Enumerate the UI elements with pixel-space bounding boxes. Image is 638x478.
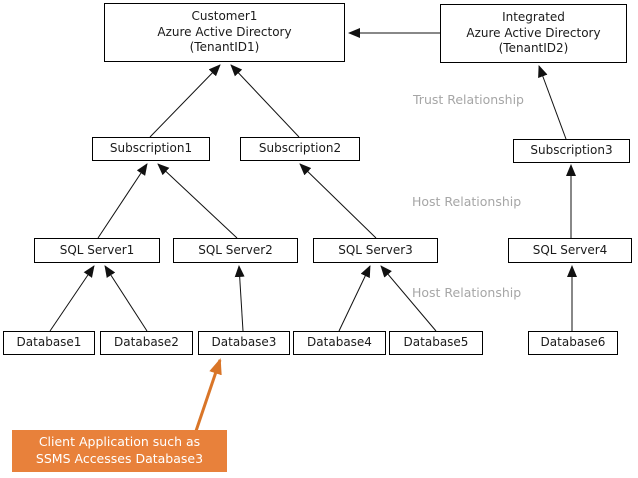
host-relationship-label-lower: Host Relationship bbox=[412, 285, 522, 300]
node-database1: Database1 bbox=[3, 331, 95, 355]
node-label: Database5 bbox=[403, 335, 469, 350]
node-label: SQL Server2 bbox=[198, 242, 273, 257]
node-subscription2: Subscription2 bbox=[240, 137, 360, 161]
edge-database4-to-sql-server3 bbox=[338, 265, 371, 332]
node-label: Integrated Azure Active Directory (Tenan… bbox=[466, 10, 601, 56]
node-label: Customer1 Azure Active Directory (Tenant… bbox=[157, 9, 292, 55]
node-label: Database3 bbox=[211, 335, 277, 350]
node-subscription1: Subscription1 bbox=[92, 137, 210, 161]
node-subscription3: Subscription3 bbox=[513, 139, 630, 163]
trust-relationship-label: Trust Relationship bbox=[413, 92, 524, 107]
node-label: SQL Server1 bbox=[59, 242, 135, 257]
edge-database5-to-sql-server3 bbox=[380, 265, 437, 332]
node-label: SQL Server3 bbox=[338, 242, 413, 257]
edge-sql-server2-to-subscription1 bbox=[157, 163, 238, 239]
node-sql-server3: SQL Server3 bbox=[313, 238, 438, 263]
edge-subscription2-to-customer1-aad bbox=[230, 64, 300, 138]
node-label: Database4 bbox=[307, 335, 372, 350]
node-sql-server1: SQL Server1 bbox=[34, 238, 160, 263]
node-customer1-azure-active-directory: Customer1 Azure Active Directory (Tenant… bbox=[104, 3, 345, 62]
node-label: Database1 bbox=[16, 335, 82, 350]
node-label: Subscription2 bbox=[258, 141, 342, 156]
edge-sql-server3-to-subscription2 bbox=[299, 163, 377, 239]
edge-subscription3-to-integrated-aad bbox=[538, 65, 567, 140]
edge-subscription1-to-customer1-aad bbox=[149, 64, 221, 138]
client-application-callout: Client Application such as SSMS Accesses… bbox=[12, 430, 227, 472]
node-database4: Database4 bbox=[293, 331, 386, 355]
node-sql-server2: SQL Server2 bbox=[173, 238, 298, 263]
edge-database3-to-sql-server2 bbox=[234, 265, 245, 332]
node-label: SQL Server4 bbox=[532, 242, 608, 257]
node-sql-server4: SQL Server4 bbox=[508, 238, 632, 263]
edge-database2-to-sql-server1 bbox=[104, 265, 148, 332]
edge-sql-server1-to-subscription1 bbox=[97, 163, 148, 239]
node-database3: Database3 bbox=[198, 331, 290, 355]
host-relationship-label-upper: Host Relationship bbox=[412, 194, 522, 209]
node-database6: Database6 bbox=[528, 331, 618, 355]
node-database5: Database5 bbox=[389, 331, 483, 355]
edge-callout-to-database3 bbox=[194, 358, 222, 432]
node-label: Subscription3 bbox=[530, 143, 613, 158]
node-integrated-azure-active-directory: Integrated Azure Active Directory (Tenan… bbox=[440, 4, 627, 63]
node-label: Database2 bbox=[114, 335, 179, 350]
callout-label: Client Application such as SSMS Accesses… bbox=[35, 434, 204, 466]
node-database2: Database2 bbox=[100, 331, 193, 355]
node-label: Database6 bbox=[540, 335, 606, 350]
node-label: Subscription1 bbox=[109, 141, 193, 156]
edge-database1-to-sql-server1 bbox=[49, 265, 95, 332]
